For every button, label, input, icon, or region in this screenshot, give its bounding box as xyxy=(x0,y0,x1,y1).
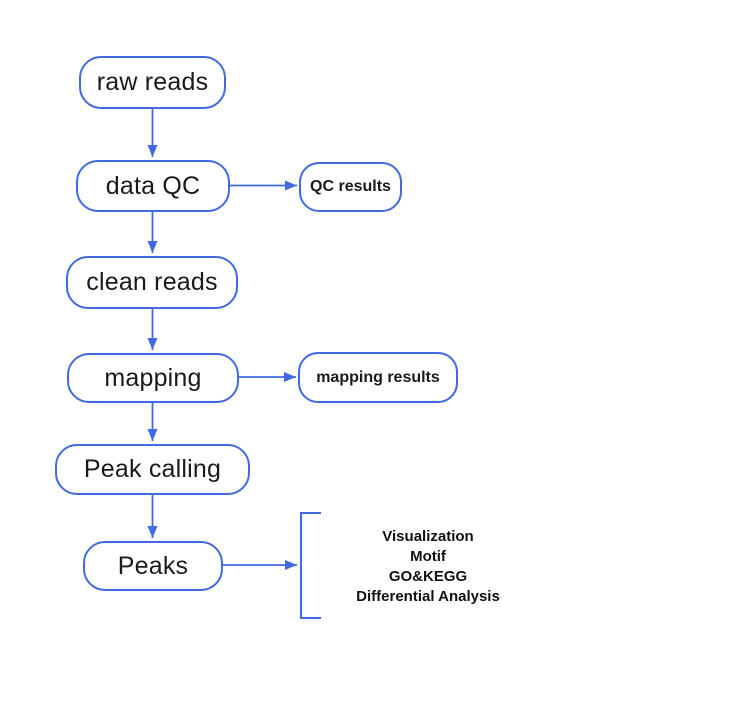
node-peak-calling: Peak calling xyxy=(55,444,250,495)
analysis-item-go-kegg: GO&KEGG xyxy=(388,568,468,585)
node-mapping: mapping xyxy=(67,353,239,403)
node-data-qc-label: data QC xyxy=(105,171,201,200)
node-data-qc: data QC xyxy=(76,160,230,212)
node-mapping-results-label: mapping results xyxy=(316,368,440,386)
node-clean-reads: clean reads xyxy=(66,256,238,309)
analysis-list: Visualization Motif GO&KEGG Differential… xyxy=(318,527,538,607)
analysis-item-differential-analysis: Differential Analysis xyxy=(356,588,500,605)
node-raw-reads-label: raw reads xyxy=(96,68,209,96)
node-qc-results: QC results xyxy=(299,162,402,212)
node-raw-reads: raw reads xyxy=(79,56,226,109)
node-mapping-label: mapping xyxy=(104,363,202,392)
node-clean-reads-label: clean reads xyxy=(86,268,218,296)
node-mapping-results: mapping results xyxy=(298,352,458,403)
analysis-item-motif: Motif xyxy=(410,548,446,565)
node-peak-calling-label: Peak calling xyxy=(83,455,222,483)
node-peaks: Peaks xyxy=(83,541,223,591)
node-peaks-label: Peaks xyxy=(117,551,189,580)
node-qc-results-label: QC results xyxy=(310,178,391,195)
analysis-item-visualization: Visualization xyxy=(382,528,474,545)
